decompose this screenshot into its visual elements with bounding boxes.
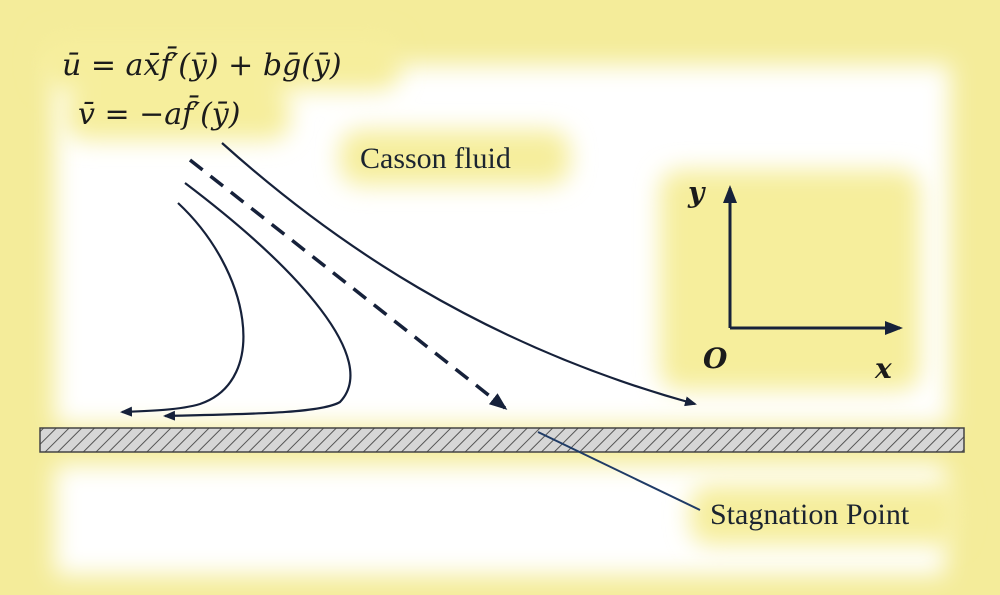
y-axis-label: y bbox=[687, 176, 706, 209]
stagnation-pointer-line bbox=[537, 431, 701, 511]
equation-v: v̄ = −af̄′(ȳ) bbox=[78, 94, 240, 132]
x-axis-label: x bbox=[874, 352, 892, 385]
equation-u: ū = ax̄f̄′(ȳ) + bḡ(ȳ) bbox=[62, 45, 342, 83]
origin-label: O bbox=[703, 342, 728, 375]
stagnation-label: Stagnation Point bbox=[710, 498, 910, 531]
fluid-label: Casson fluid bbox=[360, 142, 511, 175]
hatched-plate bbox=[39, 427, 965, 453]
streamline-middle bbox=[163, 182, 352, 421]
streamline-inner bbox=[120, 202, 245, 417]
text-halos bbox=[40, 35, 960, 545]
dividing-streamline bbox=[188, 158, 508, 410]
streamline-outer bbox=[221, 142, 697, 407]
